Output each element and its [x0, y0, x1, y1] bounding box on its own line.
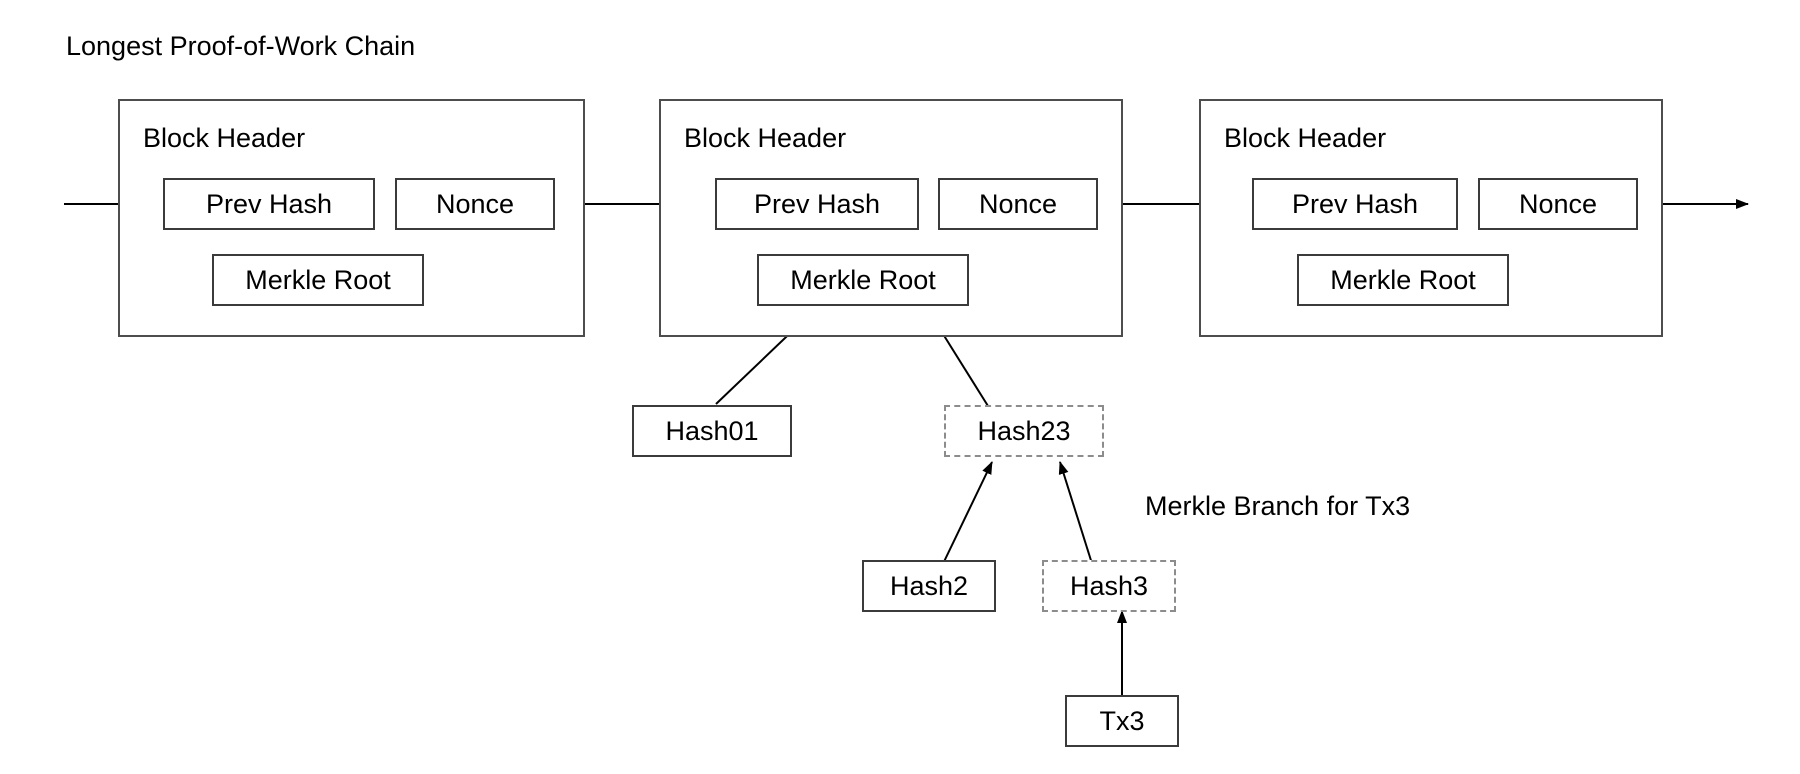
prev-hash-box-2: Prev Hash [715, 178, 919, 230]
merkle-root-box-2: Merkle Root [757, 254, 969, 306]
merkle-root-box-1: Merkle Root [212, 254, 424, 306]
merkle-branch-label: Merkle Branch for Tx3 [1145, 491, 1411, 521]
block-header-caption-2: Block Header [684, 123, 847, 153]
page-title: Longest Proof-of-Work Chain [66, 31, 416, 61]
merkle-root-box-3: Merkle Root [1297, 254, 1509, 306]
nonce-box-2: Nonce [938, 178, 1098, 230]
merkle-node-hash01: Hash01 [632, 405, 792, 457]
merkle-node-tx3: Tx3 [1065, 695, 1179, 747]
merkle-node-hash3: Hash3 [1042, 560, 1176, 612]
edge-hash2-to-hash23 [939, 461, 993, 571]
merkle-node-hash2: Hash2 [862, 560, 996, 612]
nonce-box-3: Nonce [1478, 178, 1638, 230]
block-header-caption-1: Block Header [143, 123, 306, 153]
edge-hash3-to-hash23 [1058, 461, 1095, 571]
block-header-caption-3: Block Header [1224, 123, 1387, 153]
merkle-node-hash23: Hash23 [944, 405, 1104, 457]
prev-hash-box-3: Prev Hash [1252, 178, 1458, 230]
prev-hash-box-1: Prev Hash [163, 178, 375, 230]
nonce-box-1: Nonce [395, 178, 555, 230]
